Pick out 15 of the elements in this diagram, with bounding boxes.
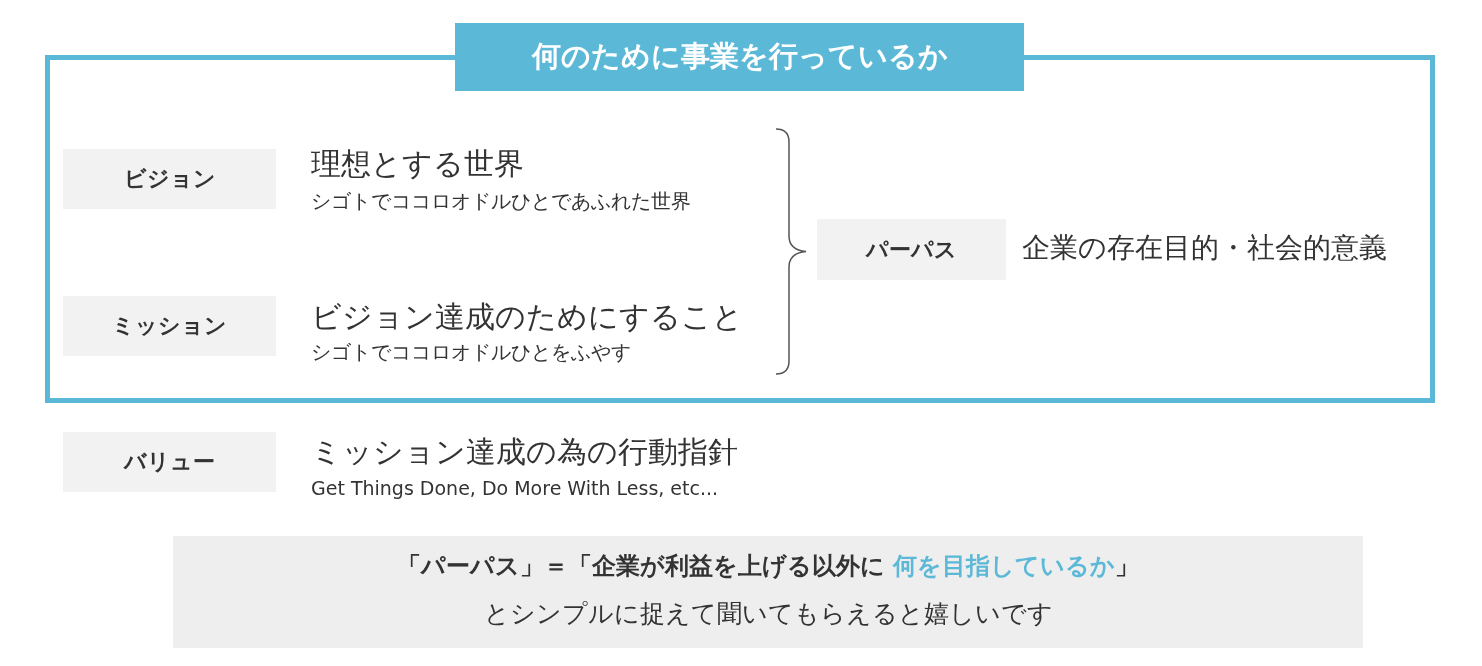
- description-text: シゴトでココロオドルひとであふれた世界: [311, 190, 691, 213]
- description-heading: 企業の存在目的・社会的意義: [1022, 232, 1387, 265]
- note-text: とシンプルに捉えて聞いてもらえると嬉しいです: [482, 599, 1054, 629]
- term-box: ミッション: [63, 296, 276, 356]
- titled-panel: [45, 23, 1435, 403]
- description-heading: ビジョン達成のためにすること: [311, 300, 743, 335]
- heading-tab: 何のために事業を行っているか: [455, 23, 1024, 91]
- term-box: バリュー: [63, 432, 276, 492]
- description-text: Get Things Done, Do More With Less, etc...: [311, 478, 719, 500]
- description-heading: ミッション達成の為の行動指針: [311, 435, 738, 470]
- description-text: シゴトでココロオドルひとをふやす: [311, 341, 631, 364]
- description-heading: 理想とする世界: [311, 147, 524, 182]
- term-box: ビジョン: [63, 149, 276, 209]
- note-heading: 「パーパス」＝「企業が利益を上げる以外に 何を目指しているか」: [395, 552, 1141, 581]
- term-box: パーパス: [817, 219, 1006, 280]
